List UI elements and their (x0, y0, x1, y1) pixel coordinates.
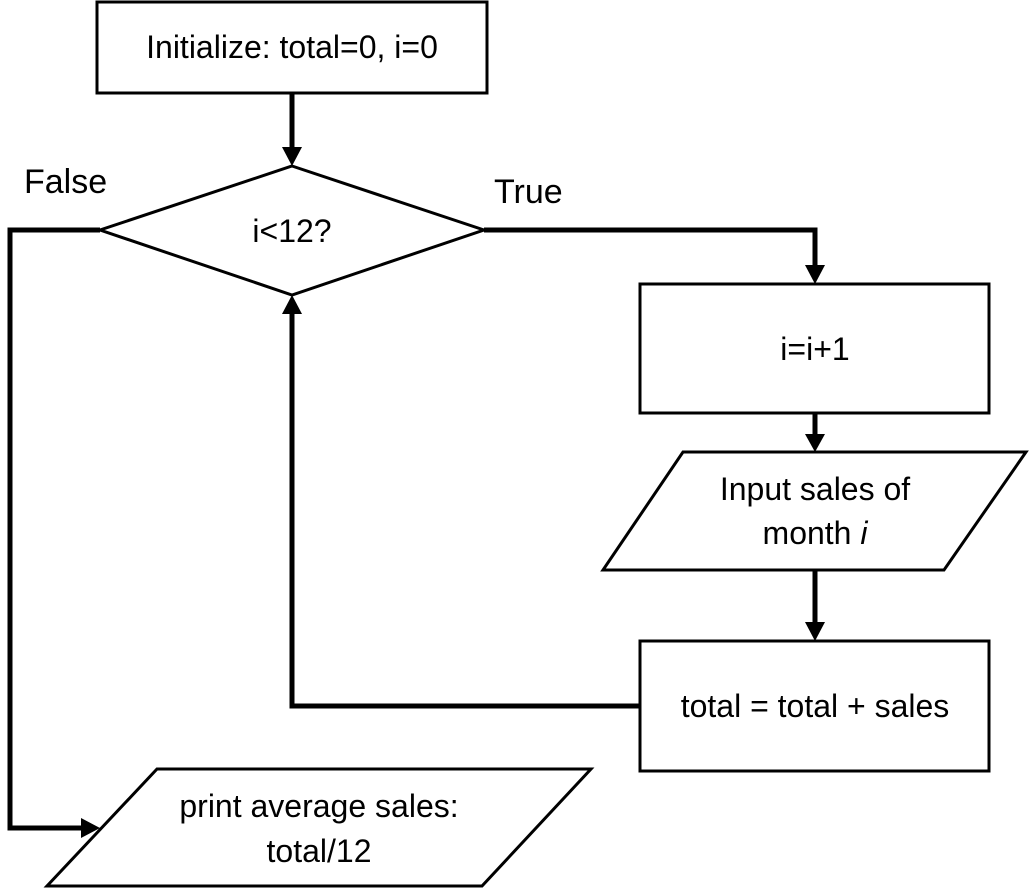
decision-diamond (95, 164, 489, 297)
arrowhead-init-to-decision (282, 147, 302, 166)
edge-true-to-increment (484, 227, 818, 268)
node-decision: i<12? (95, 164, 489, 297)
node-output: print average sales: total/12 (43, 767, 595, 888)
node-accumulate: total = total + sales (638, 639, 991, 773)
arrowhead-increment-to-input (805, 434, 825, 452)
node-input: Input sales of month i (600, 450, 1029, 572)
process-box (95, 0, 489, 95)
accumulate-text: total = total + sales (681, 688, 950, 724)
true-label: True (494, 173, 563, 211)
input-text-line2: month i (763, 515, 869, 551)
input-text-line1: Input sales of (720, 471, 910, 507)
input-text-line2-prefix: month (763, 515, 861, 551)
arrowhead-false-to-output (81, 818, 100, 838)
init-text: Initialize: total=0, i=0 (146, 29, 438, 65)
increment-text: i=i+1 (780, 331, 849, 367)
arrowhead-loop-back (282, 295, 302, 314)
node-init: Initialize: total=0, i=0 (95, 0, 489, 95)
output-parallelogram (43, 767, 595, 888)
arrowhead-true-to-increment (805, 265, 825, 284)
false-label: False (24, 163, 107, 201)
output-text-line1: print average sales: (179, 788, 458, 824)
edges (7, 93, 825, 838)
input-parallelogram (600, 450, 1029, 572)
process-box (638, 282, 991, 415)
node-increment: i=i+1 (638, 282, 991, 415)
decision-text: i<12? (252, 213, 331, 249)
arrowhead-input-to-accumulate (805, 622, 825, 641)
output-text-line2: total/12 (267, 833, 372, 869)
edge-loop-back-to-decision (289, 311, 640, 709)
input-text-line2-italic: i (860, 515, 868, 551)
edge-false-to-output (7, 227, 100, 831)
process-box (638, 639, 991, 773)
